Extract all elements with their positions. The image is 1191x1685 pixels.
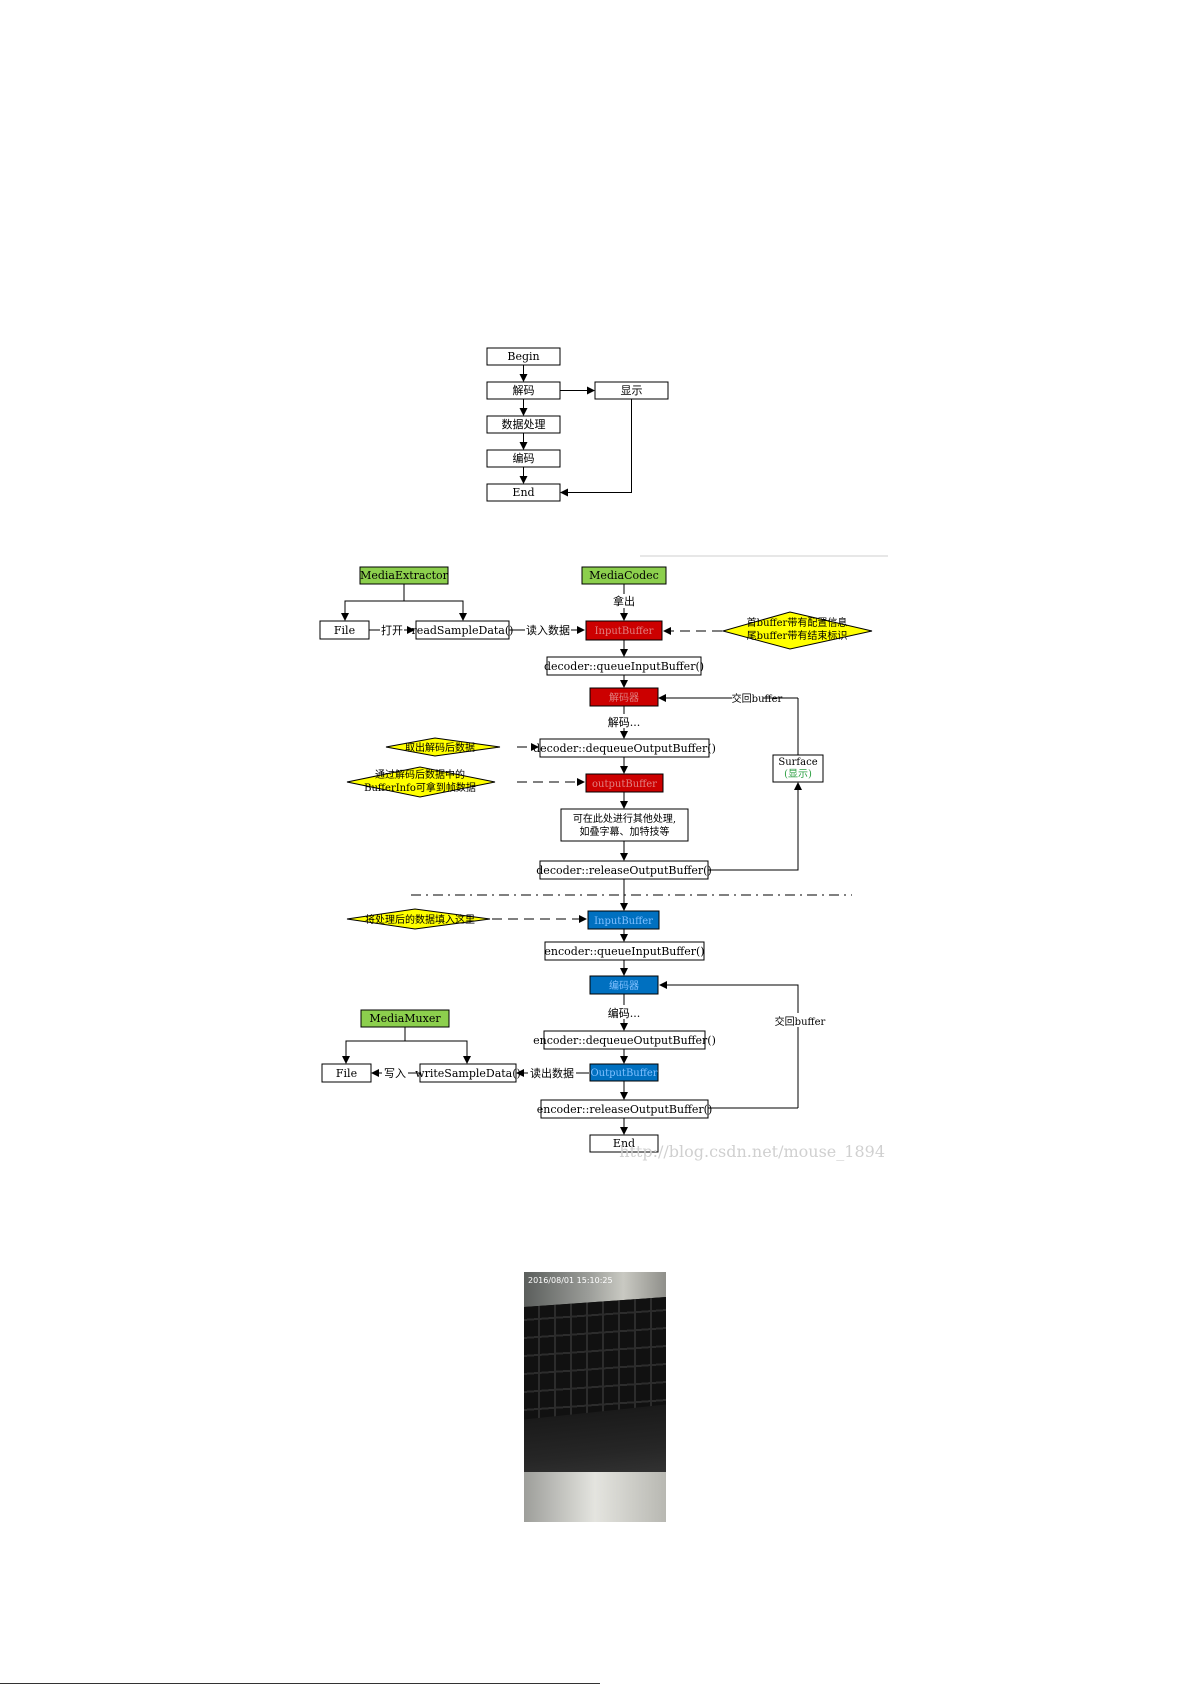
- note-first-line1: 首buffer带有配置信息: [747, 616, 848, 629]
- note-first-line2: 尾buffer带有结束标识: [747, 629, 848, 642]
- keyboard-photo: 2016/08/01 15:10:25: [524, 1272, 666, 1522]
- decoder-label: 解码器: [609, 691, 639, 704]
- other-process-line2: 如叠字幕、加特技等: [580, 825, 670, 838]
- decoder-input-buffer-label: InputBuffer: [595, 626, 654, 637]
- file-in-label: File: [334, 624, 355, 637]
- label-bg: [382, 1066, 408, 1080]
- flow2-diagram: MediaExtractor File 打开 readSampleData() …: [319, 555, 888, 1161]
- note-take-decoded: [385, 737, 501, 757]
- flow1-begin-label: Begin: [507, 350, 539, 363]
- media-muxer-label: MediaMuxer: [369, 1012, 441, 1025]
- encoder-release-output-label: encoder::releaseOutputBuffer(): [537, 1103, 713, 1116]
- flow1-encode-label: 编码: [513, 451, 535, 465]
- file-out-label: File: [336, 1067, 357, 1080]
- label-bg: [528, 1066, 576, 1080]
- media-codec-label: MediaCodec: [589, 569, 659, 582]
- write-label: 写入: [384, 1067, 406, 1080]
- label-bg: [600, 1005, 650, 1019]
- flow2-end-label: End: [613, 1137, 635, 1150]
- label-bg: [600, 714, 650, 728]
- surface-label: Surface: [778, 757, 817, 768]
- decoder-dequeue-output-label: decoder::dequeueOutputBuffer(): [533, 742, 716, 755]
- encoding-label: 编码...: [608, 1006, 641, 1020]
- flow1-end-label: End: [512, 486, 534, 499]
- read-data-label: 读入数据: [526, 623, 570, 637]
- flow1-diagram: Begin 解码 显示 数据处理 编码 End: [486, 347, 669, 502]
- surface-display-label: (显示): [784, 768, 812, 780]
- arrow: [341, 584, 405, 621]
- arrow: [405, 1040, 471, 1064]
- encoder-queue-input-label: encoder::queueInputBuffer(): [544, 945, 704, 958]
- note-fill-processed: [346, 908, 491, 930]
- flow1-display-label: 显示: [621, 384, 643, 397]
- page-bottom-rule: [0, 1683, 600, 1684]
- media-extractor-label: MediaExtractor: [360, 569, 449, 582]
- arrow: [404, 600, 467, 621]
- flow1-process-label: 数据处理: [502, 417, 546, 431]
- note-first-last-buffer: [721, 611, 873, 650]
- return-buffer-enc-label: 交回buffer: [775, 1015, 826, 1028]
- flow1-decode-label: 解码: [513, 383, 535, 397]
- take-out-label: 拿出: [613, 594, 635, 608]
- read-out-data-label: 读出数据: [530, 1066, 574, 1080]
- surface-box: [772, 754, 824, 783]
- label-bg: [610, 594, 638, 608]
- flow1-arrow: [560, 399, 632, 497]
- arrow: [659, 981, 799, 1108]
- decoder-queue-input-label: decoder::queueInputBuffer(): [544, 660, 704, 673]
- flow2-end-box: [589, 1134, 659, 1153]
- take-decoded-label: 取出解码后数据: [405, 741, 475, 754]
- decoder-output-buffer-label: outputBuffer: [592, 779, 657, 790]
- fill-processed-label: 将处理后的数据填入这里: [365, 913, 475, 926]
- bufferinfo-line1: 通过解码后数据中的: [375, 768, 465, 781]
- arrow: [708, 782, 802, 871]
- encoder-output-buffer-label: OutputBuffer: [590, 1068, 657, 1079]
- encoder-label: 编码器: [609, 979, 639, 992]
- decoding-label: 解码...: [608, 715, 641, 729]
- encoder-input-buffer-label: InputBuffer: [594, 916, 653, 927]
- watermark-text: http://blog.csdn.net/mouse_1894: [619, 1142, 885, 1161]
- return-buffer-label: 交回buffer: [732, 692, 783, 705]
- photo-timestamp: 2016/08/01 15:10:25: [528, 1276, 613, 1285]
- label-bg: [772, 1013, 828, 1027]
- label-bg: [380, 623, 404, 637]
- other-process-line1: 可在此处进行其他处理,: [573, 812, 676, 825]
- arrow: [342, 1027, 406, 1064]
- label-bg: [525, 622, 571, 636]
- decoder-release-output-label: decoder::releaseOutputBuffer(): [536, 864, 711, 877]
- bufferinfo-line2: BufferInfo可拿到帧数据: [364, 781, 476, 794]
- write-sample-data-label: writeSampleData(): [415, 1067, 521, 1080]
- note-bufferinfo: [346, 766, 496, 798]
- encoder-dequeue-output-label: encoder::dequeueOutputBuffer(): [533, 1034, 716, 1047]
- open-label: 打开: [381, 623, 403, 637]
- desk-surface: [524, 1472, 666, 1522]
- read-sample-data-label: readSampleData(): [412, 624, 514, 637]
